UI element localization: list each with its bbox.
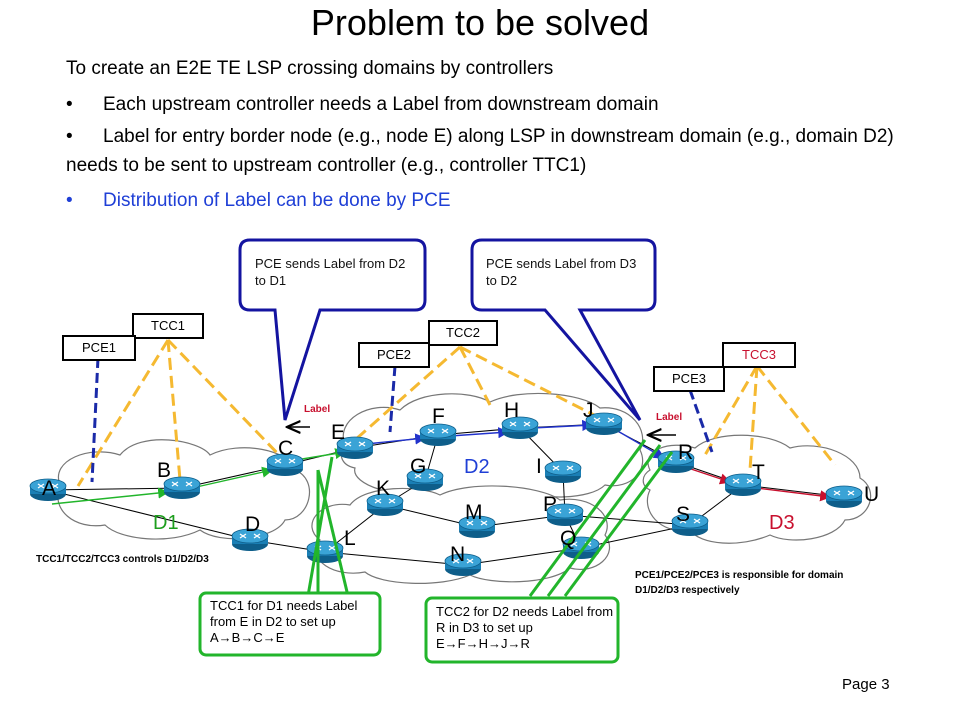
node-label-g: G [410,455,427,478]
page-title: Problem to be solved [310,2,650,43]
bullet-1-text: Each upstream controller needs a Label f… [103,94,659,115]
lsp-d2-path [365,419,666,459]
pce2-box: PCE2 [358,342,430,368]
bullet-dot: • [66,126,73,147]
controls-note: TCC1/TCC2/TCC3 controls D1/D2/D3 [36,554,209,565]
bullet-dot: • [66,190,73,211]
green-box-right [424,439,674,664]
bullet-2-text: Label for entry border node (e.g., node … [66,126,894,176]
node-label-c: C [278,437,294,460]
bullet-3-text: Distribution of Label can be done by PCE [103,190,451,211]
lsp-d1-path [51,448,347,505]
tcc-dashed-lines [76,338,837,487]
callout-d2-to-d1: PCE sends Label from D2 to D1 [255,256,406,288]
bullet-3: • Distribution of Label can be done by P… [66,186,936,215]
node-label-i: I [536,455,542,478]
speech-bubble-right [470,238,657,421]
lsp-d3-path [687,467,832,502]
domain-label-d2: D2 [464,456,490,478]
domain-label-d1: D1 [153,512,179,534]
node-label-q: Q [560,527,577,550]
domain-label-d3: D3 [769,512,795,534]
page-number: Page 3 [842,676,890,693]
tcc3-box: TCC3 [722,342,796,368]
tcc1-needs-text: TCC1 for D1 needs Label from E in D2 to … [210,598,358,645]
bullet-1: • Each upstream controller needs a Label… [66,90,936,119]
node-label-m: M [465,501,483,524]
node-label-r: R [678,441,694,464]
node-label-h: H [504,399,520,422]
bullet-dot: • [66,94,73,115]
pce3-box: PCE3 [653,366,725,392]
pce1-box: PCE1 [62,335,136,361]
node-label-s: S [676,503,691,526]
callout-d3-to-d2: PCE sends Label from D3 to D2 [486,256,637,288]
node-label-a: A [42,477,57,500]
pce-dashed-lines [90,357,714,483]
node-label-p: P [543,493,558,516]
node-label-t: T [752,461,765,484]
tcc1-box: TCC1 [132,313,204,339]
node-label-j: J [583,399,594,422]
label-arrows [287,427,676,435]
node-label-f: F [432,405,445,428]
node-label-u: U [864,483,880,506]
tcc2-box: TCC2 [428,320,498,346]
speech-bubble-left [238,238,427,421]
label-mark-right: Label [656,412,683,423]
node-label-e: E [331,421,346,444]
node-label-k: K [376,477,391,500]
node-label-l: L [344,527,356,550]
responsible-note: PCE1/PCE2/PCE3 is responsible for domain… [635,570,844,596]
tcc2-needs-text: TCC2 for D2 needs Label from R in D3 to … [436,604,614,651]
intro-text: To create an E2E TE LSP crossing domains… [66,58,554,79]
bullet-2: • Label for entry border node (e.g., nod… [66,122,946,180]
node-label-b: B [157,459,172,482]
label-mark-left: Label [304,404,331,415]
green-box-left [198,456,382,657]
node-label-n: N [450,543,466,566]
node-label-d: D [245,513,261,536]
